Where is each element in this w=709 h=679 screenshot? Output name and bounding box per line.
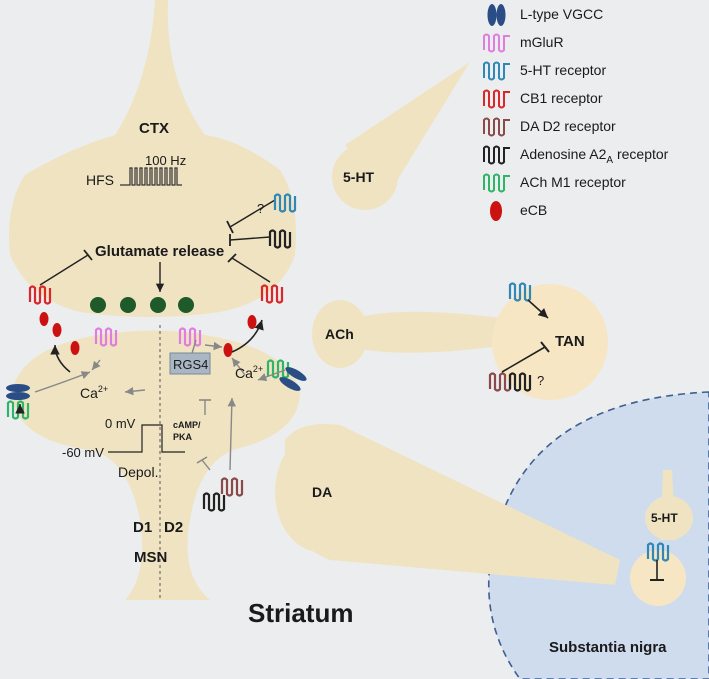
d1-label: D1 bbox=[133, 519, 152, 536]
m1-receptor-icon bbox=[483, 173, 510, 193]
legend-item-mglur: mGluR bbox=[478, 30, 708, 56]
cb1-right-inhibition bbox=[231, 257, 271, 283]
d2-receptor-msn bbox=[220, 477, 244, 497]
legend-label: eCB bbox=[520, 202, 548, 218]
sn-5ht-neuron bbox=[630, 470, 693, 606]
5ht-receptor-icon bbox=[483, 61, 510, 81]
legend-item-vgcc: L-type VGCC bbox=[478, 2, 708, 28]
legend-label: 5-HT receptor bbox=[520, 62, 607, 78]
5ht-label: 5-HT bbox=[343, 169, 375, 185]
msn-neuron bbox=[12, 330, 300, 600]
5ht-neuron bbox=[332, 62, 470, 210]
ecb-icon bbox=[490, 201, 502, 221]
ca-left-label: Ca2+ bbox=[80, 384, 108, 401]
a2a-inhibition bbox=[229, 236, 271, 241]
legend-label: CB1 receptor bbox=[520, 90, 603, 106]
legend-label: mGluR bbox=[520, 34, 564, 50]
hfs-waveform bbox=[120, 167, 182, 186]
legend-item-m1: ACh M1 receptor bbox=[478, 170, 708, 196]
ach-label: ACh bbox=[325, 326, 354, 342]
striatum-label: Striatum bbox=[248, 598, 353, 628]
ctx-neuron bbox=[9, 0, 296, 317]
vgcc-right bbox=[279, 367, 307, 391]
glutamate-release-label: Glutamate release bbox=[95, 243, 224, 260]
legend-item-5ht: 5-HT receptor bbox=[478, 58, 708, 84]
tan-label: TAN bbox=[555, 333, 585, 350]
tan-cell bbox=[492, 284, 608, 400]
ca-right-label: Ca2+ bbox=[235, 364, 263, 381]
5ht-inhibition bbox=[229, 199, 276, 228]
substantia-nigra-region bbox=[487, 391, 709, 679]
rgs4-label: RGS4 bbox=[173, 357, 208, 372]
camp-label-2: PKA bbox=[173, 432, 193, 442]
ctx-label: CTX bbox=[139, 120, 169, 137]
da-neuron bbox=[275, 424, 620, 585]
glutamate-vesicles bbox=[90, 297, 194, 313]
mglur-icon bbox=[483, 33, 510, 53]
vgcc-icon bbox=[487, 4, 506, 26]
legend-item-cb1: CB1 receptor bbox=[478, 86, 708, 112]
hfs-freq-label: 100 Hz bbox=[145, 153, 186, 168]
msn-label: MSN bbox=[134, 549, 167, 566]
cb1-inhibition bbox=[39, 254, 89, 286]
rgs4-box bbox=[169, 352, 211, 375]
legend-item-a2a: Adenosine A2A receptor bbox=[478, 142, 708, 168]
legend-label: Adenosine A2A receptor bbox=[520, 146, 669, 166]
da-label: DA bbox=[312, 484, 332, 500]
minus60-mv-label: -60 mV bbox=[62, 445, 104, 460]
zero-mv-label: 0 mV bbox=[105, 416, 136, 431]
a2a-receptor-icon bbox=[483, 145, 510, 165]
d2-label: D2 bbox=[164, 519, 183, 536]
vgcc-left bbox=[6, 384, 30, 400]
camp-label-1: cAMP/ bbox=[173, 420, 201, 430]
depol-label: Depol. bbox=[118, 464, 158, 480]
d2-receptor-icon bbox=[483, 117, 510, 137]
question-ctx: ? bbox=[257, 201, 264, 216]
sn-5ht-label: 5-HT bbox=[651, 511, 678, 525]
cb1-receptor-icon bbox=[483, 89, 510, 109]
hfs-label: HFS bbox=[86, 172, 114, 188]
ach-neuron bbox=[312, 300, 500, 368]
legend-label: ACh M1 receptor bbox=[520, 174, 626, 190]
ecb-droplets bbox=[39, 312, 257, 357]
question-tan: ? bbox=[537, 373, 544, 388]
legend-item-ecb: eCB bbox=[478, 198, 708, 224]
depol-waveform bbox=[108, 424, 185, 453]
legend-label: L-type VGCC bbox=[520, 6, 604, 22]
legend-item-d2: DA D2 receptor bbox=[478, 114, 708, 140]
substantia-nigra-label: Substantia nigra bbox=[549, 639, 667, 656]
a2a-receptor-msn bbox=[202, 492, 226, 512]
legend-label: DA D2 receptor bbox=[520, 118, 616, 134]
